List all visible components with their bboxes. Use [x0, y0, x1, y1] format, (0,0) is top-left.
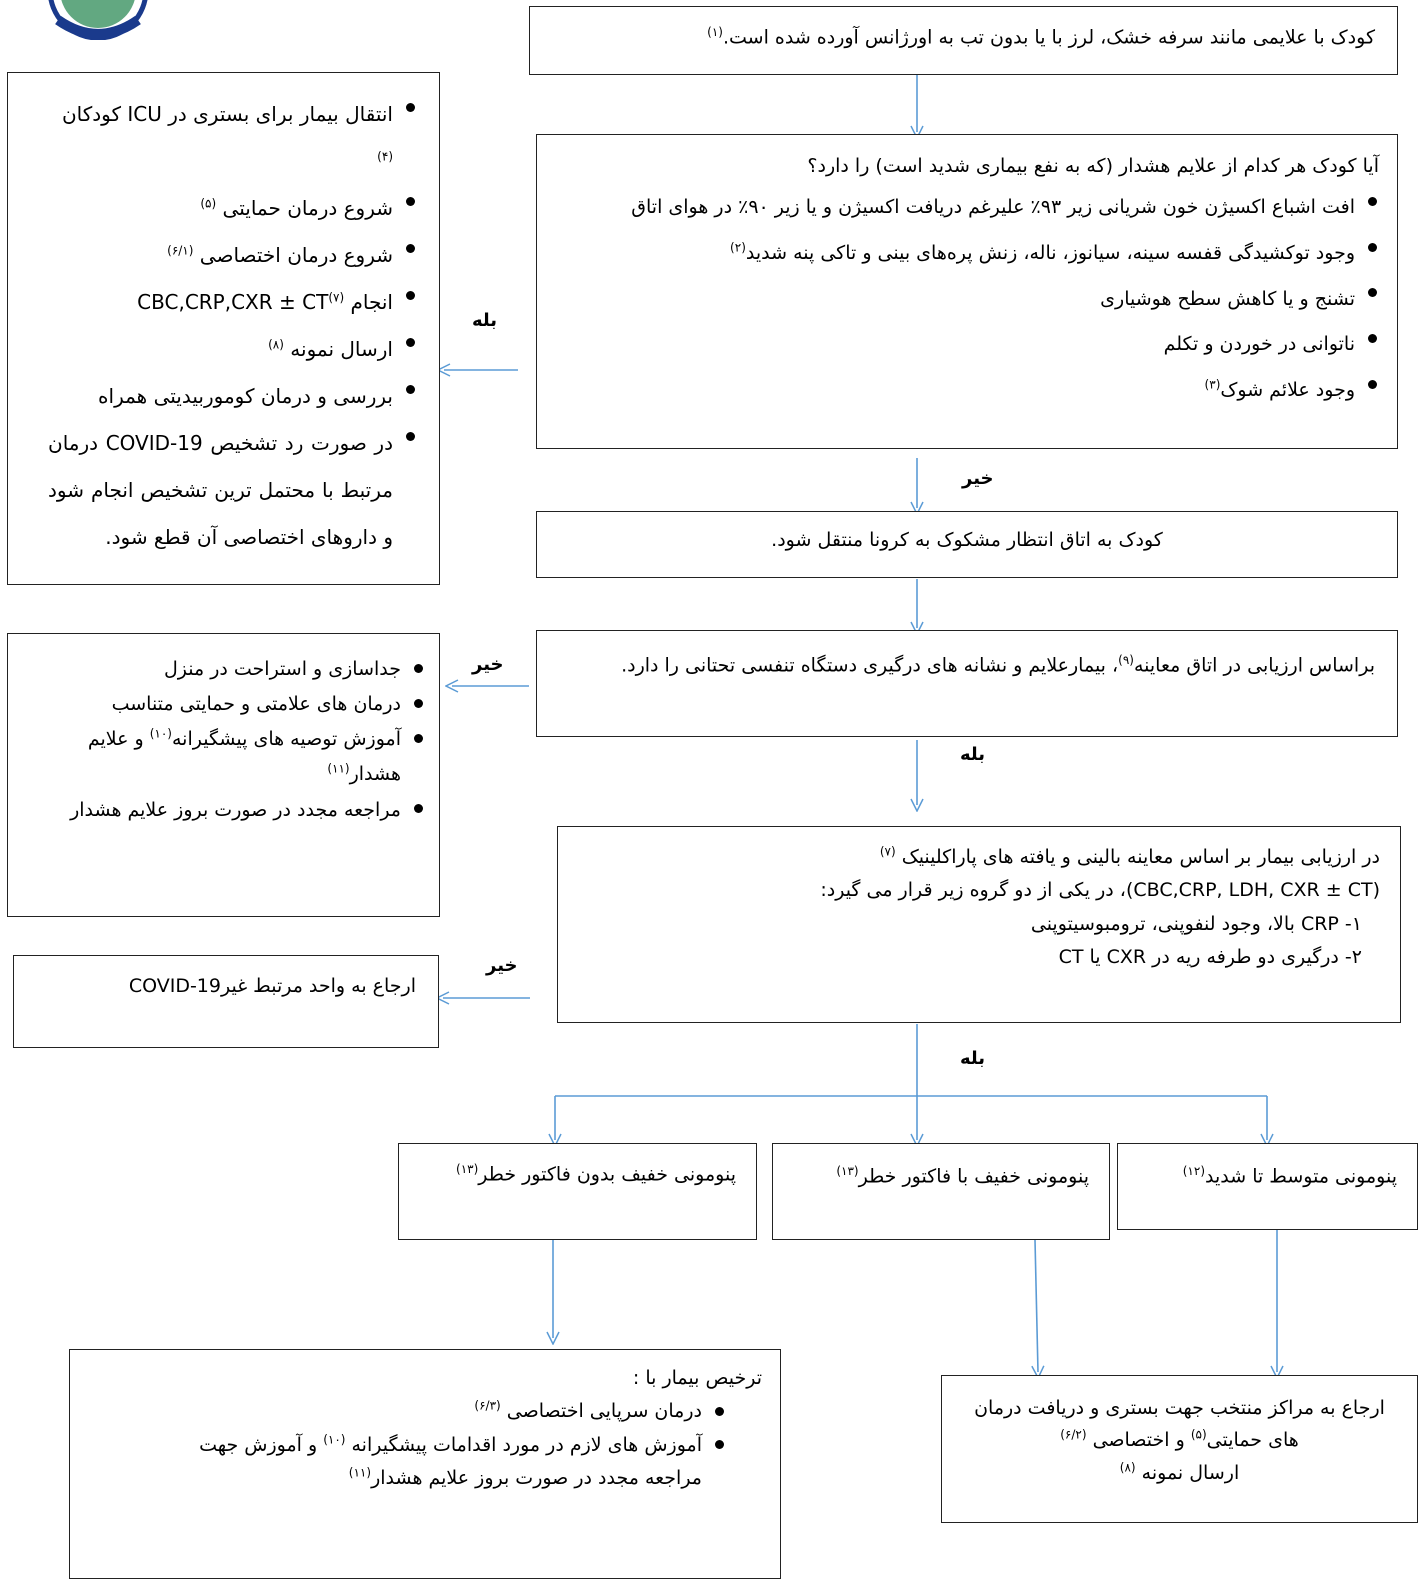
icu-item: ارسال نمونه (۸): [48, 326, 415, 373]
mild-pneumonia-no-risk-box: پنومونی خفیف بدون فاکتور خطر(۱۳): [398, 1143, 757, 1240]
icu-item: شروع درمان اختصاصی (۶/۱): [48, 232, 415, 279]
home-item: مراجعه مجدد در صورت بروز علایم هشدار: [28, 793, 423, 828]
paraclinic-criteria-2: ۲- درگیری دو طرفه ریه در CXR یا CT: [1058, 945, 1362, 968]
warning-question: آیا کودک هر کدام از علایم هشدار (که به ن…: [807, 155, 1379, 177]
icu-item: در صورت رد تشخیص COVID-19 درمان مرتبط با…: [48, 420, 415, 561]
warning-item: افت اشباع اکسیژن خون شریانی زیر ۹۳٪ علیر…: [555, 185, 1377, 231]
home-list: جداسازی و استراحت در منزل درمان های علام…: [28, 652, 423, 828]
icu-item: انتقال بیمار برای بستری در ICU کودکان (۴…: [48, 91, 415, 185]
discharge-item: آموزش های لازم در مورد اقدامات پیشگیرانه…: [150, 1429, 724, 1496]
connector-split: [555, 1024, 1267, 1097]
selected-center-referral-box: ارجاع به مراکز منتخب جهت بستری و دریافت …: [941, 1375, 1418, 1523]
mild-pneumonia-risk-box: پنومونی خفیف با فاکتور خطر(۱۳): [772, 1143, 1110, 1240]
paraclinic-line2: (CBC,CRP, LDH, CXR ± CT)، در یکی از دو گ…: [820, 879, 1380, 902]
start-ref: (۱): [707, 25, 723, 39]
moderate-severe-pneumonia-box: پنومونی متوسط تا شدید(۱۲): [1117, 1143, 1418, 1230]
discharge-box: ترخیص بیمار با : درمان سرپایی اختصاصی (۶…: [69, 1349, 781, 1579]
institute-logo: [28, 0, 168, 44]
label-no-home: خیر: [472, 654, 504, 675]
warning-signs-box: آیا کودک هر کدام از علایم هشدار (که به ن…: [536, 134, 1398, 449]
icu-item: شروع درمان حمایتی (۵): [48, 185, 415, 232]
icu-item: انجام CBC,CRP,CXR ± CT(۷): [48, 279, 415, 326]
paraclinic-box: در ارزیابی بیمار بر اساس معاینه بالینی و…: [557, 826, 1401, 1023]
warning-item: وجود توکشیدگی قفسه سینه، سیانوز، ناله، ز…: [555, 231, 1377, 277]
home-care-box: جداسازی و استراحت در منزل درمان های علام…: [7, 633, 440, 917]
warning-list: افت اشباع اکسیژن خون شریانی زیر ۹۳٪ علیر…: [555, 185, 1379, 413]
home-item: آموزش توصیه های پیشگیرانه(۱۰) و علایم هش…: [28, 722, 423, 792]
discharge-list: درمان سرپایی اختصاصی (۶/۳) آموزش های لاز…: [150, 1395, 762, 1495]
start-text: کودک با علایمی مانند سرفه خشک، لرز با یا…: [722, 26, 1375, 49]
exam-ref: (۹): [1118, 653, 1134, 667]
icu-actions-box: انتقال بیمار برای بستری در ICU کودکان (۴…: [7, 72, 440, 585]
warning-item: وجود علائم شوک(۳): [555, 368, 1377, 414]
non-covid-text: ارجاع به واحد مرتبط غیرCOVID-19: [128, 975, 416, 997]
non-covid-referral-box: ارجاع به واحد مرتبط غیرCOVID-19: [13, 955, 439, 1048]
home-item: جداسازی و استراحت در منزل: [28, 652, 423, 687]
label-no-waiting: خیر: [962, 468, 994, 489]
waiting-room-box: کودک به اتاق انتظار مشکوک به کرونا منتقل…: [536, 511, 1398, 578]
warning-item: ناتوانی در خوردن و تکلم: [555, 322, 1377, 368]
label-yes-split: بله: [960, 1048, 986, 1069]
label-yes-icu: بله: [472, 310, 498, 331]
label-no-noncovid: خیر: [486, 955, 518, 976]
exam-box: براساس ارزیابی در اتاق معاینه(۹)، بیمارع…: [536, 630, 1398, 737]
discharge-title: ترخیص بیمار با :: [632, 1367, 762, 1389]
discharge-item: درمان سرپایی اختصاصی (۶/۳): [150, 1395, 724, 1428]
exam-text: براساس ارزیابی در اتاق معاینه: [1133, 654, 1375, 677]
label-yes-paraclinic: بله: [960, 744, 986, 765]
arrow-mild-risk-to-referral: [1035, 1239, 1038, 1372]
start-box: کودک با علایمی مانند سرفه خشک، لرز با یا…: [529, 6, 1398, 75]
waiting-text: کودک به اتاق انتظار مشکوک به کرونا منتقل…: [771, 529, 1163, 551]
icu-item: بررسی و درمان کوموربیدیتی همراه: [48, 373, 415, 420]
paraclinic-line1: در ارزیابی بیمار بر اساس معاینه بالینی و…: [901, 846, 1380, 868]
icu-list: انتقال بیمار برای بستری در ICU کودکان (۴…: [48, 91, 417, 561]
referral-line1: ارجاع به مراکز منتخب جهت بستری و دریافت …: [974, 1397, 1385, 1419]
warning-item: تشنج و یا کاهش سطح هوشیاری: [555, 277, 1377, 323]
home-item: درمان های علامتی و حمایتی متناسب: [28, 687, 423, 722]
paraclinic-criteria-1: ۱- CRP بالا، وجود لنفوپنی، ترومبوسیتوپنی: [1030, 912, 1362, 935]
